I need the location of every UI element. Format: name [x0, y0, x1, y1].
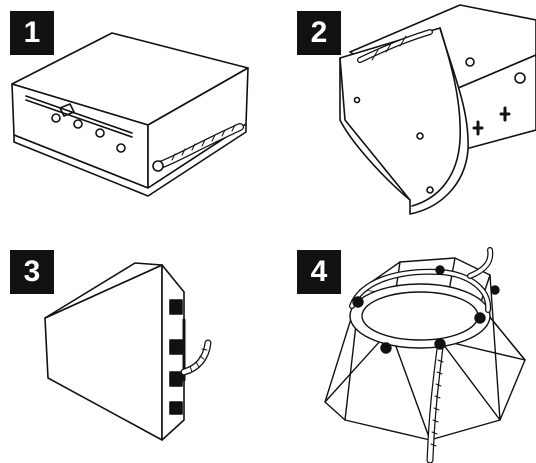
step-3-badge: 3: [10, 250, 54, 294]
step-3-number: 3: [23, 255, 41, 288]
step-4-badge: 4: [297, 250, 341, 294]
step-1-number: 1: [23, 16, 41, 49]
step-1-badge: 1: [10, 11, 54, 55]
step-2-badge: 2: [297, 11, 341, 55]
step-4-number: 4: [310, 255, 328, 288]
step-2-number: 2: [310, 16, 328, 49]
